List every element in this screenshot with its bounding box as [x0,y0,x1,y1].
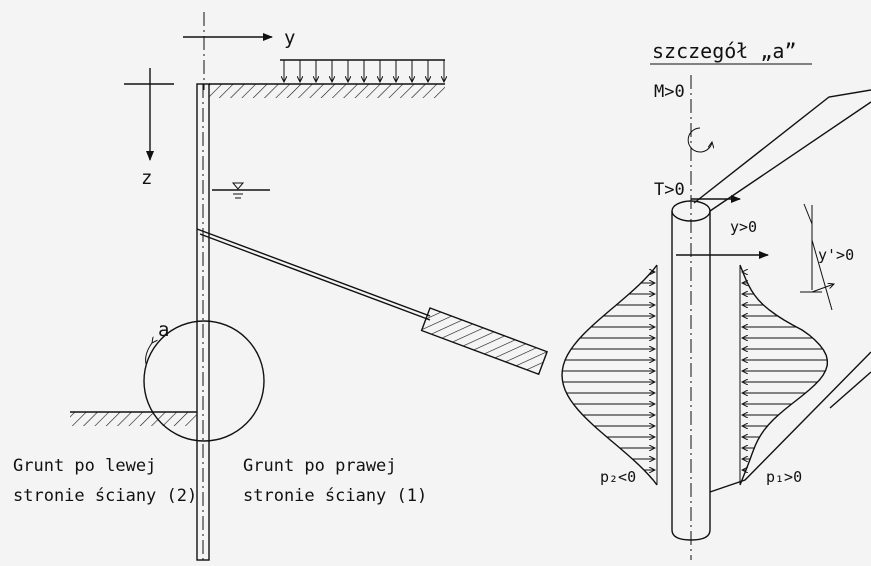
rotation-arrow-icon [811,284,834,293]
ground-right-top [209,83,445,98]
detail-marker-a: a [143,319,265,442]
shear-label: T>0 [654,180,685,200]
displacement-label: y>0 [730,218,757,236]
global-axes: y z [124,12,295,189]
left-pressure-label: p₂<0 [600,468,636,486]
water-table-symbol [212,182,270,199]
rotation-label: y'>0 [818,246,854,264]
detail-title: szczegół „a” [652,39,797,63]
z-axis-label: z [141,167,152,189]
ground-hatch [209,84,445,98]
left-soil-label-line1: Grunt po lewej [13,456,156,476]
moment-label: M>0 [654,82,685,102]
right-pressure-label: p₁>0 [766,468,802,486]
detail-a-view: szczegół „a” M>0 T>0 y>0 y'>0 p₂<0 [561,39,871,560]
surcharge-load [280,59,445,82]
left-soil-label-line2: stronie ściany (2) [13,486,197,506]
element-sides [671,211,711,530]
right-pressure-curve [739,264,828,486]
ground-left-hatch [70,412,197,426]
rotation-tick-top [803,203,813,225]
anchor-tendon-line1 [196,228,431,317]
left-pressure-curve [561,264,658,486]
sheet-pile-wall [196,83,210,561]
y-axis-label: y [284,27,295,49]
anchor-tendon-line2 [199,233,431,321]
detail-marker-label: a [158,319,169,341]
element-bottom-edge [671,529,711,541]
ground-anchor [196,228,548,376]
rotation-inclined [811,239,833,311]
moment-arrow-icon [687,127,712,153]
detail-circle [143,320,265,442]
wall-body [196,83,210,561]
element-perspective-upper [693,89,871,212]
right-soil-label-line2: stronie ściany (1) [243,486,427,506]
water-triangle-icon [231,182,245,190]
detail-arrow-icon [145,343,152,365]
element-perspective-lower [709,351,871,493]
anchor-bulb [420,307,548,376]
ground-left-bottom [70,411,197,426]
right-soil-label-line1: Grunt po prawej [243,456,397,476]
right-pressure-diagram: p₁>0 [739,264,828,486]
left-pressure-diagram: p₂<0 [561,264,658,486]
